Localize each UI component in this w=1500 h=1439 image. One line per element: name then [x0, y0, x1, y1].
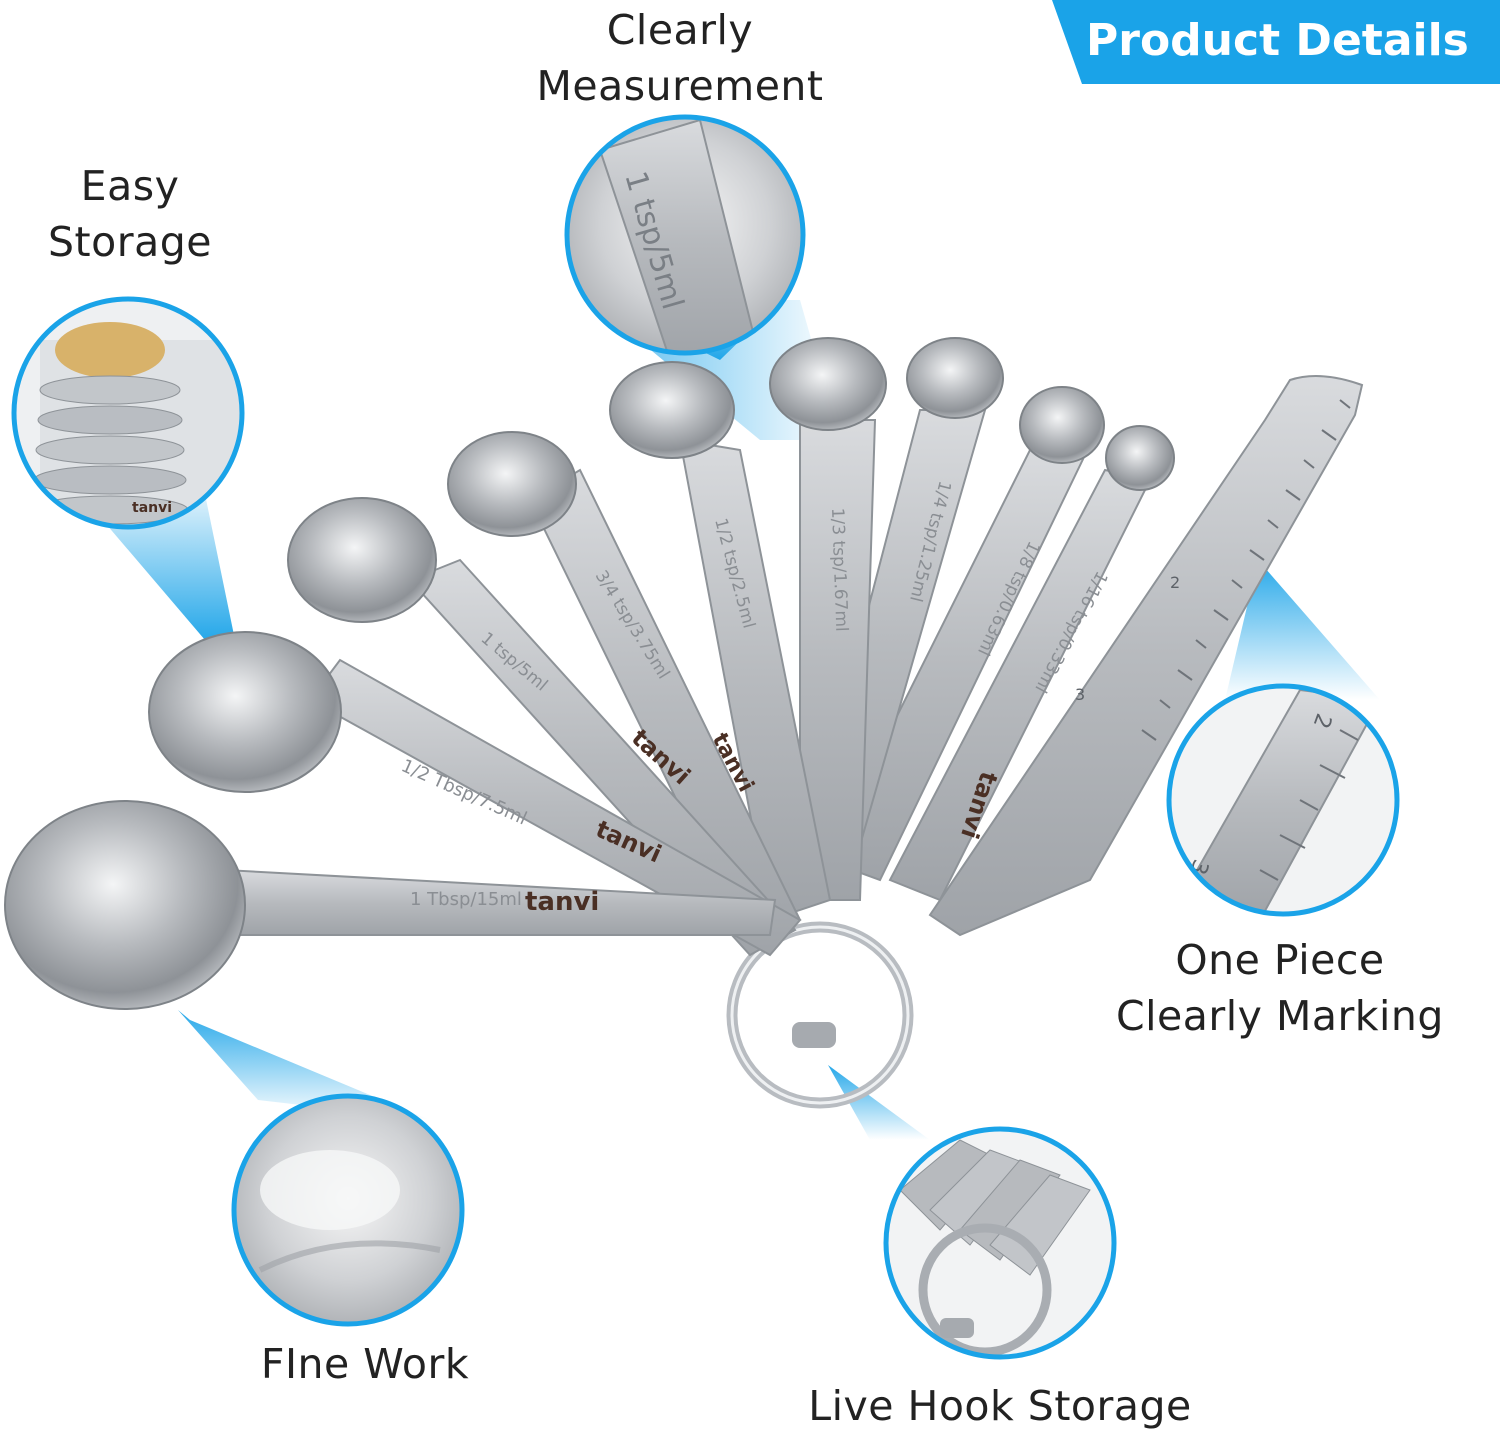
- callout-line: Clearly Marking: [1116, 992, 1444, 1040]
- zoom-bubble-storage: tanvi: [11, 296, 245, 530]
- chickpeas: [55, 322, 165, 378]
- callout-live-hook-storage: Live Hook Storage: [808, 1382, 1192, 1430]
- spoon-1-2-tsp: [609, 361, 832, 922]
- spoon-label-1-3-tsp: 1/3 tsp/1.67ml: [827, 507, 851, 632]
- ring-clasp: [792, 1022, 836, 1048]
- callout-line: Storage: [48, 218, 212, 266]
- zoom-bubble-measurement: 1 tsp/5ml: [564, 114, 806, 356]
- spoon-1-16-tsp: [888, 425, 1175, 902]
- product-details-banner: [1052, 0, 1500, 84]
- ruler-tick-3: 3: [1075, 685, 1085, 704]
- spoon-1-3-tsp: [769, 337, 887, 901]
- zoom-bubble-fine-work: [231, 1093, 465, 1327]
- spoon-label-1-tbsp: 1 Tbsp/15ml: [410, 889, 522, 910]
- callout-line: Easy: [80, 162, 180, 210]
- spoon-1-tsp: [287, 497, 797, 957]
- callout-fine-work: FIne Work: [260, 1340, 470, 1388]
- spoon-1-tbsp: [4, 800, 777, 1010]
- ruler-spoon: [928, 375, 1364, 937]
- spoon-1-8-tsp: [823, 386, 1105, 882]
- ruler-tick-2: 2: [1170, 573, 1180, 592]
- callout-line: Clearly: [606, 6, 754, 54]
- callout-one-piece-marking: One Piece Clearly Marking: [1080, 932, 1480, 1044]
- beam-right: [1225, 560, 1380, 700]
- beam-bottom-left: [178, 1010, 430, 1120]
- zoom-bubble-hook: [883, 1126, 1117, 1360]
- brand-mark: tanvi: [525, 887, 599, 917]
- beam-bottom-center: [828, 1065, 930, 1140]
- callout-clearly-measurement: Clearly Measurement: [470, 2, 890, 114]
- svg-text:tanvi: tanvi: [132, 500, 172, 516]
- banner-title: Product Details: [1086, 15, 1469, 66]
- zoom-bubble-marking: 2 3: [1166, 683, 1400, 917]
- callout-line: Measurement: [536, 62, 824, 110]
- callout-easy-storage: Easy Storage: [10, 158, 250, 270]
- spoon-1-2-tbsp: [148, 631, 802, 957]
- callout-line: One Piece: [1175, 936, 1385, 984]
